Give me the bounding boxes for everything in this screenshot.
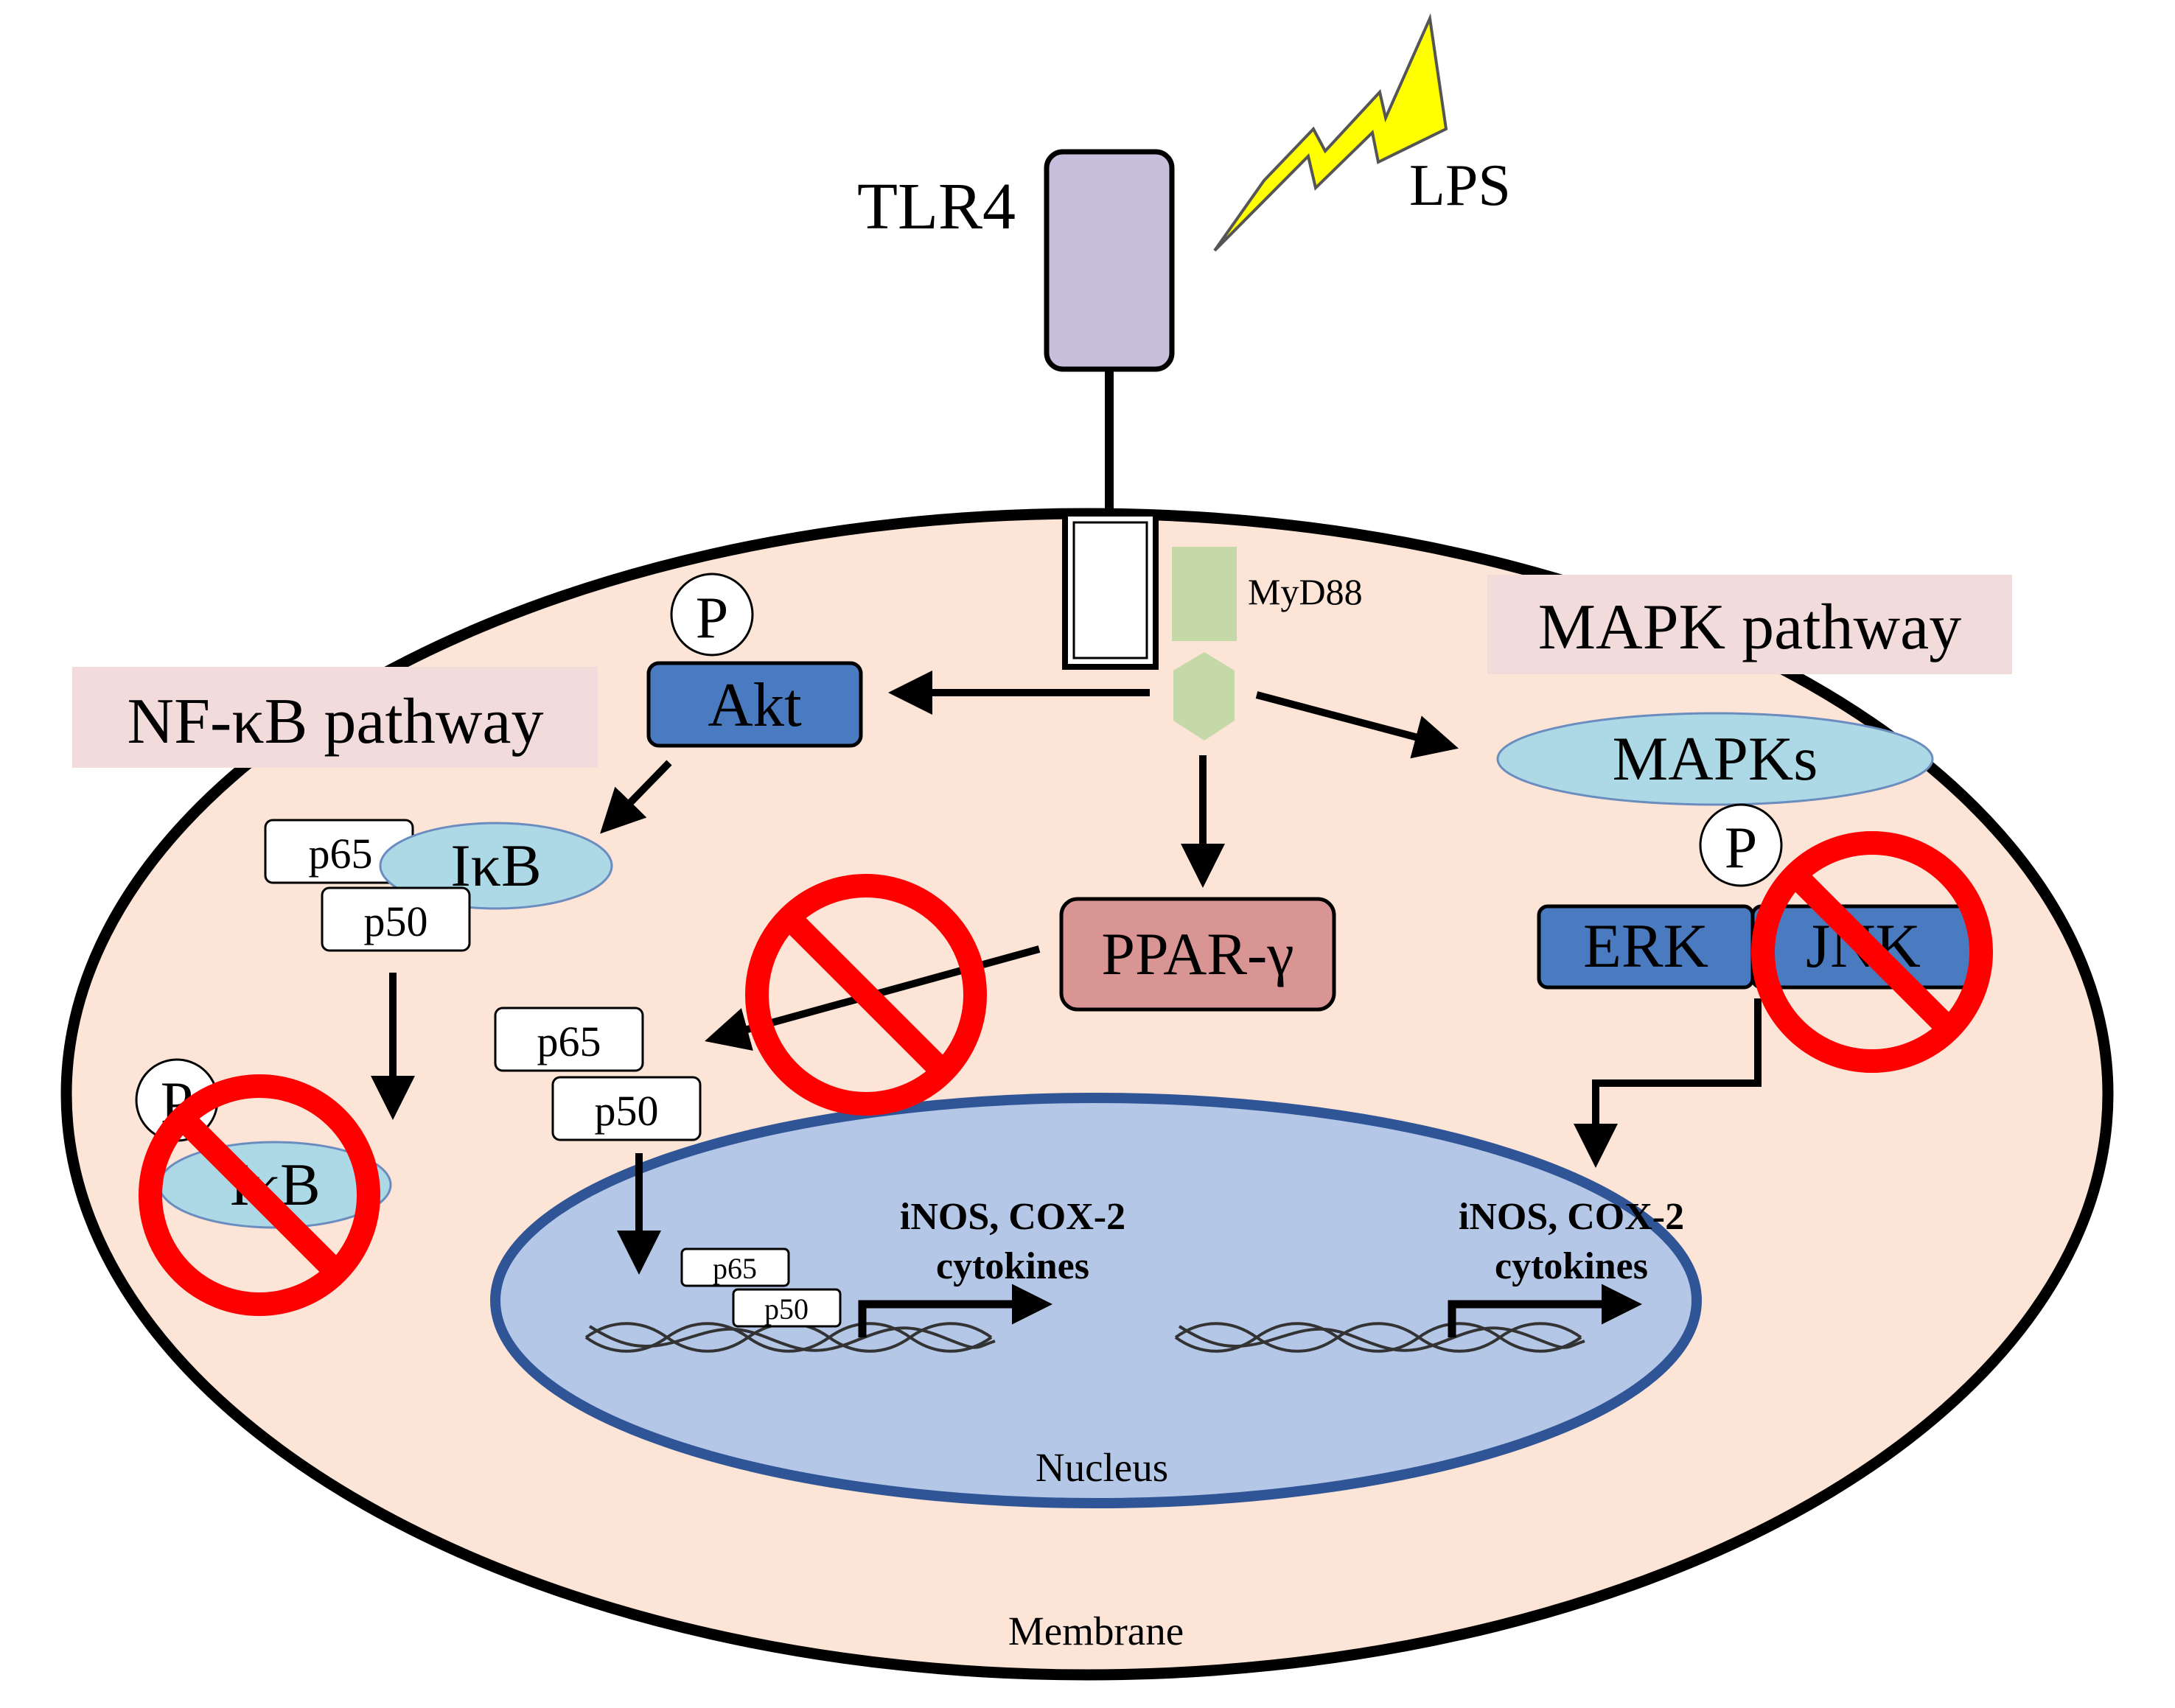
mapk-phospho-label: P [1725,816,1758,881]
dna-right [1174,1322,1585,1353]
myd88-label: MyD88 [1248,571,1363,612]
p65-box-dna [680,1247,790,1287]
gene-targets-left-line2: cytokines [936,1245,1089,1287]
myd88-domain-top [1172,547,1237,641]
p50-box-mid [551,1076,702,1141]
p50-box-complex [321,886,471,952]
lightning-icon [1213,13,1448,252]
akt-box [646,661,863,748]
inhibition-icon-ppar [745,874,987,1116]
ppar-label: PPAR-γ [1101,920,1294,987]
arrow-myd88-to-mapks [1255,691,1459,759]
akt-label: Akt [708,671,802,740]
membrane-label: Membrane [1008,1609,1184,1653]
nucleus [490,1093,1702,1508]
p65-label-complex: p65 [309,830,373,878]
inhibition-icon-jnk [1751,831,1993,1073]
p65-box-mid [494,1007,644,1072]
mapks-label: MAPKs [1613,724,1818,794]
mapk-pathway-label-bg [1487,575,2012,674]
p50-label-complex: p50 [364,897,428,945]
mapk-pathway-label: MAPK pathway [1538,592,1961,663]
tlr4-intracellular-domain [1062,511,1159,670]
transcription-arrow-left [858,1284,1052,1337]
erk-label: ERK [1583,911,1708,981]
arrow-ppar-to-p65 [705,945,1041,1051]
mapk-phospho-circle [1699,803,1783,887]
mapks-oval [1496,712,1934,806]
lps-label: LPS [1409,153,1511,218]
tlr4-label: TLR4 [857,170,1016,243]
ppar-box [1059,897,1336,1012]
gene-targets-right-line2: cytokines [1495,1245,1648,1287]
p50-label-mid: p50 [595,1087,659,1135]
nfkb-pathway-label: NF-κB pathway [128,686,544,757]
p50-box-dna [732,1288,842,1328]
gene-targets-right-line1: iNOS, COX-2 [1459,1196,1684,1238]
arrow-akt-to-ikb [600,760,672,834]
tlr4-receptor [1044,149,1175,372]
nucleus-label: Nucleus [1036,1445,1168,1490]
p65-label-dna: p65 [713,1252,757,1285]
arrow-into-nucleus-right [1574,998,1762,1168]
akt-phospho-circle [670,573,754,657]
nfkb-pathway-label-bg [72,667,598,768]
gene-targets-left-line1: iNOS, COX-2 [900,1196,1125,1238]
myd88-domain-bottom [1173,652,1235,741]
p65-label-mid: p65 [537,1018,601,1065]
inhibition-icon-ikb [139,1074,380,1316]
p50-label-dna: p50 [764,1292,809,1326]
akt-phospho-label: P [696,586,729,651]
transcription-arrow-right [1448,1284,1642,1337]
